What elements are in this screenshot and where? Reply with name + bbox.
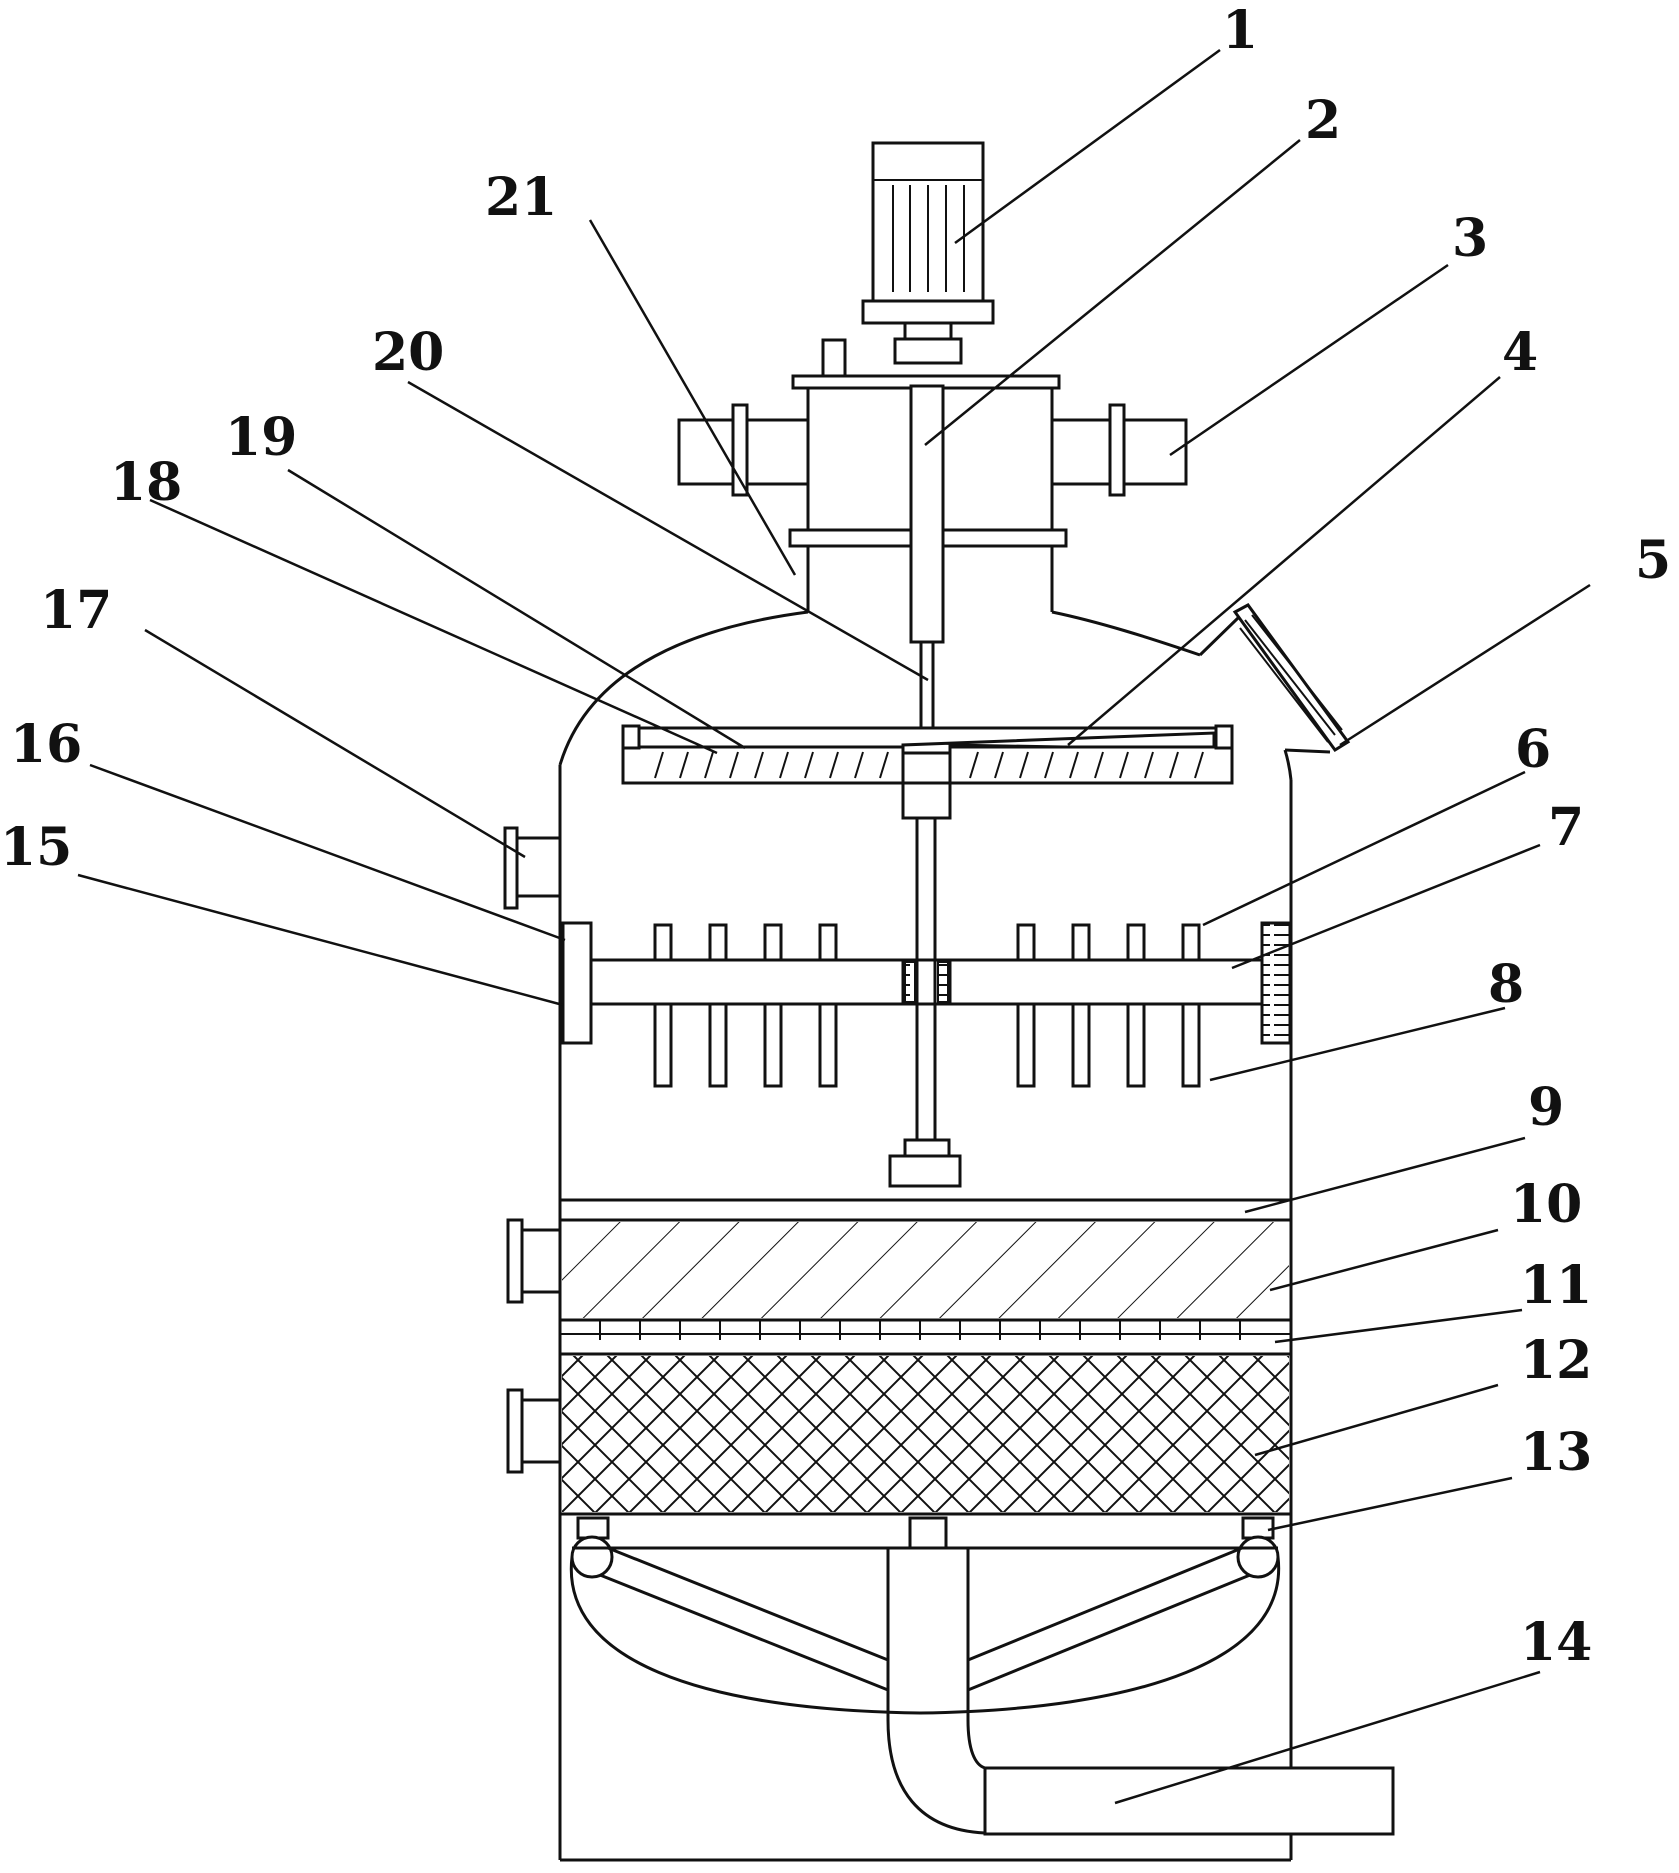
leader-lines bbox=[77, 48, 1591, 1805]
label-2: 2 bbox=[1305, 90, 1341, 151]
side-nozzles-lower bbox=[506, 1218, 562, 1474]
label-19: 19 bbox=[225, 407, 297, 468]
label-15: 15 bbox=[0, 817, 72, 878]
label-14: 14 bbox=[1520, 1612, 1592, 1673]
label-13: 13 bbox=[1520, 1422, 1592, 1483]
label-1: 1 bbox=[1222, 0, 1258, 61]
label-18: 18 bbox=[110, 452, 182, 513]
label-4: 4 bbox=[1502, 322, 1538, 383]
label-11: 11 bbox=[1520, 1255, 1592, 1316]
spray-distributor bbox=[621, 724, 1234, 785]
label-21: 21 bbox=[485, 167, 557, 228]
label-12: 12 bbox=[1520, 1330, 1592, 1391]
label-9: 9 bbox=[1528, 1077, 1564, 1138]
side-nozzle-upper bbox=[503, 826, 562, 910]
label-17: 17 bbox=[40, 580, 112, 641]
label-6: 6 bbox=[1515, 719, 1551, 780]
label-7: 7 bbox=[1548, 797, 1584, 858]
rake-arm bbox=[561, 921, 1292, 1088]
label-20: 20 bbox=[372, 322, 444, 383]
label-3: 3 bbox=[1452, 208, 1488, 269]
label-10: 10 bbox=[1510, 1174, 1582, 1235]
filter-layers bbox=[558, 1198, 1293, 1516]
bottom-collector bbox=[569, 1516, 1281, 1715]
label-8: 8 bbox=[1488, 954, 1524, 1015]
motor bbox=[821, 141, 995, 380]
label-16: 16 bbox=[10, 714, 82, 775]
part-labels: 1 2 3 4 5 6 7 8 9 10 11 12 13 14 15 16 1… bbox=[0, 0, 1671, 1673]
label-5: 5 bbox=[1635, 530, 1671, 591]
inclined-port bbox=[1198, 603, 1351, 754]
